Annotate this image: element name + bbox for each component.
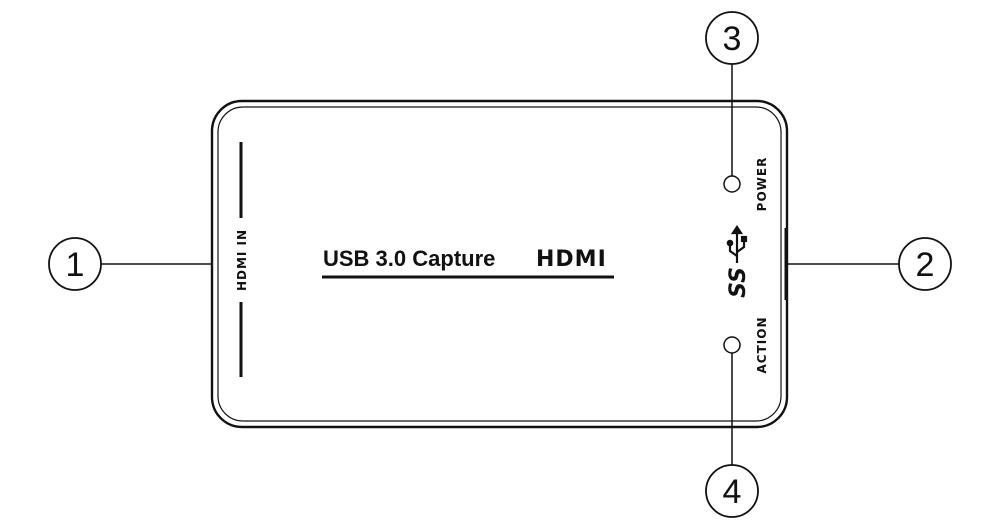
product-title-prefix: USB 3.0 Capture: [323, 246, 495, 271]
callout-1-circle: [48, 237, 102, 291]
product-title-brand: HDMI: [536, 247, 607, 272]
device-body-inner: [217, 106, 782, 422]
device-body-outer: [210, 99, 789, 429]
callout-1-number: 1: [66, 246, 85, 284]
callout-2-number: 2: [916, 246, 935, 284]
hdmi-in-label: HDMI IN: [235, 229, 249, 291]
action-led-label: ACTION: [755, 317, 769, 374]
power-led-label: POWER: [755, 157, 769, 212]
callout-4-number: 4: [723, 473, 742, 511]
usb-superspeed-logo: SS: [726, 225, 751, 298]
callout-2-circle: [898, 237, 952, 291]
callout-4-circle: [705, 464, 759, 518]
usb-trident-icon: [726, 225, 748, 263]
power-led: [723, 175, 741, 193]
callout-3-circle: [705, 11, 759, 65]
action-led: [723, 336, 741, 354]
callout-3-number: 3: [723, 20, 742, 58]
ss-logo-text: SS: [726, 267, 751, 298]
